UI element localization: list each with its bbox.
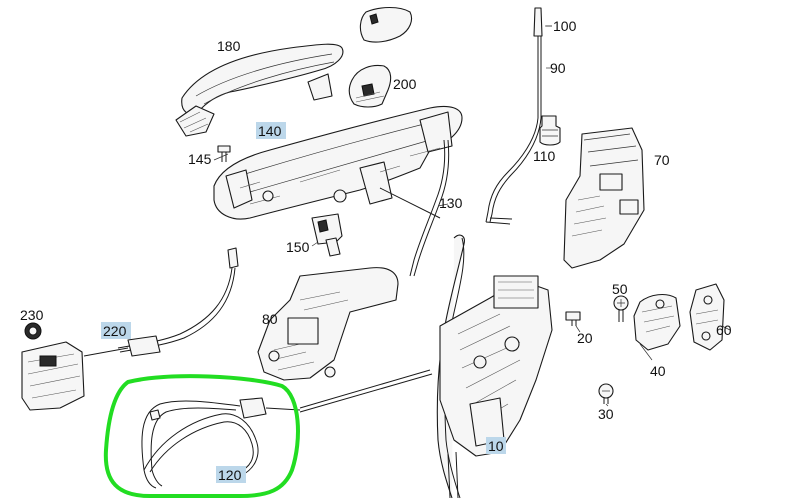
callout-70: 70	[654, 152, 670, 168]
callout-145: 145	[188, 151, 212, 167]
callout-140-highlight	[256, 122, 286, 139]
callout-120: 120	[218, 467, 242, 483]
part-20-screw	[565, 311, 581, 326]
part-220-cable	[83, 247, 239, 357]
callout-10: 10	[488, 438, 504, 454]
part-80-bracket	[257, 267, 399, 381]
callout-40: 40	[650, 363, 666, 379]
callout-80: 80	[262, 311, 278, 327]
callout-10-highlight	[486, 437, 506, 454]
part-cap-top	[359, 6, 413, 43]
part-200-lock-cylinder	[348, 64, 392, 108]
callout-150: 150	[286, 239, 310, 255]
callout-220-highlight	[101, 322, 131, 339]
callout-120-highlight	[216, 466, 246, 483]
callout-labels: 100 90 180 200 140 110 70 145 130 150 23…	[20, 18, 732, 483]
callout-20: 20	[577, 330, 593, 346]
callout-60: 60	[716, 322, 732, 338]
part-150-connector	[311, 213, 343, 257]
part-120-cable	[141, 369, 433, 489]
part-130-rod	[379, 139, 450, 277]
part-40-striker	[633, 293, 681, 351]
part-60-plate	[689, 283, 725, 351]
leader-lines	[213, 25, 731, 407]
callout-140: 140	[258, 123, 282, 139]
green-annotation-marker	[103, 374, 300, 498]
part-110-plug	[539, 115, 561, 146]
part-180-outer-handle	[175, 43, 344, 137]
part-50-bolt	[613, 295, 629, 322]
part-70-cover	[563, 127, 645, 269]
part-30-screw	[598, 383, 614, 404]
part-230-actuator	[21, 322, 85, 411]
callout-50: 50	[612, 281, 628, 297]
part-140-handle-carrier	[213, 105, 463, 220]
callout-100: 100	[553, 18, 577, 34]
part-100-rod	[485, 7, 543, 225]
part-10-lock	[436, 234, 553, 499]
callout-30: 30	[598, 406, 614, 422]
callout-220: 220	[103, 323, 127, 339]
callout-130: 130	[439, 195, 463, 211]
callout-230: 230	[20, 307, 44, 323]
callout-200: 200	[393, 76, 417, 92]
callout-90: 90	[550, 60, 566, 76]
callout-180: 180	[217, 38, 241, 54]
callout-110: 110	[533, 148, 556, 164]
part-145-screw	[217, 145, 231, 162]
